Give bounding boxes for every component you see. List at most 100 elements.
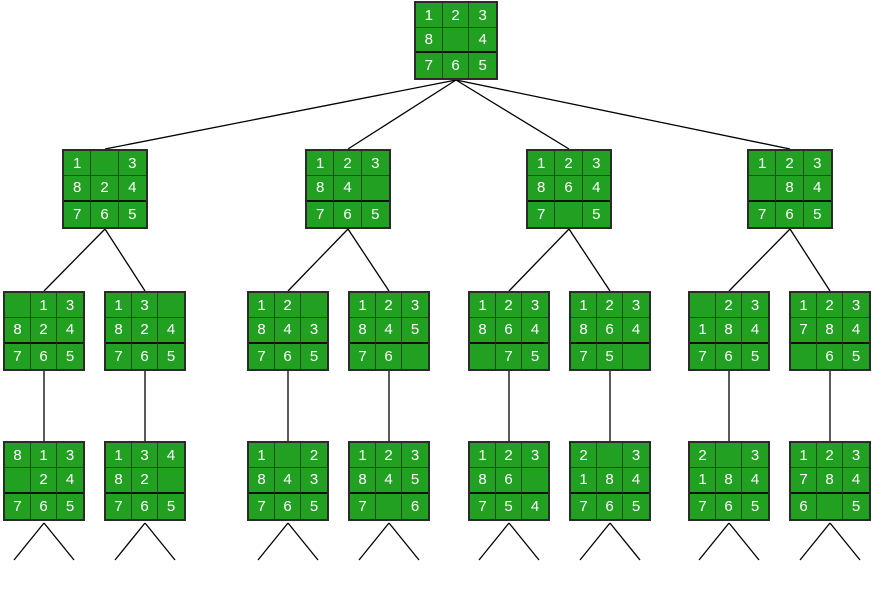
tile: 6 [410,497,420,515]
tile: 3 [522,293,548,319]
tile: 3 [132,443,158,469]
tile: 4 [843,318,869,344]
tile: 8 [817,318,843,344]
tile: 5 [592,205,601,223]
tile: 5 [851,497,861,515]
tile: 4 [118,176,146,202]
tile: 8 [350,318,376,344]
tile: 7 [249,493,275,519]
tile: 5 [631,497,641,515]
tile: 6 [31,493,57,519]
tile: 2 [597,293,623,319]
tile: 5 [813,205,822,223]
blank-tile [555,201,583,227]
tile: 8 [597,468,623,494]
tile: 1 [249,443,275,469]
tile: 7 [496,343,522,369]
tree-edge-continuation [144,522,176,561]
tile: 6 [132,493,158,519]
tile: 8 [307,176,335,202]
tile: 4 [843,468,869,494]
tree-edge-continuation [114,522,146,561]
tile: 2 [817,443,843,469]
tree-edge [789,228,831,292]
tile: 4 [57,468,83,494]
tile: 5 [371,205,380,223]
tile: 4 [158,443,184,469]
blank-tile [623,344,649,369]
tree-edge-continuation [829,522,861,561]
tree-edge [287,228,349,292]
tile: 7 [749,201,777,227]
tile: 8 [716,318,742,344]
tile: 8 [470,318,496,344]
tile: 3 [57,443,83,469]
tree-edge-continuation [13,522,45,561]
tile: 7 [5,343,31,369]
tile: 2 [91,176,119,202]
tree-edge-continuation [579,522,611,561]
tile: 4 [530,497,540,515]
tile: 6 [376,343,402,369]
blank-tile [402,344,428,369]
tile: 8 [716,468,742,494]
tile: 4 [582,176,610,202]
tree-edge-continuation [287,522,319,561]
tile: 8 [106,318,132,344]
tile: 3 [469,3,496,28]
tile: 3 [843,443,869,469]
tile: 4 [158,318,184,344]
tile: 6 [275,343,301,369]
tree-edge-continuation [728,522,760,561]
tile: 1 [749,151,777,177]
tree-edge [104,228,146,292]
tile: 7 [106,343,132,369]
blank-tile [597,443,623,469]
tree-edge-continuation [508,522,540,561]
tile: 2 [132,318,158,344]
tile: 5 [750,497,760,515]
tile: 4 [469,28,496,53]
tree-edge [43,228,106,292]
tile: 3 [301,318,327,344]
tree-edge-continuation [609,522,641,561]
tile: 1 [791,443,817,469]
tile: 2 [376,293,402,319]
tile: 5 [402,468,428,494]
tile: 4 [275,318,301,344]
tile: 2 [31,468,57,494]
tile: 4 [275,468,301,494]
tile: 5 [597,343,623,369]
tile: 7 [350,493,376,519]
tile: 2 [496,293,522,319]
tile: 3 [742,293,768,319]
tile: 5 [402,318,428,344]
tile: 2 [132,468,158,494]
tile: 1 [571,293,597,319]
tile: 1 [690,318,716,344]
tile: 6 [776,201,804,227]
tile: 2 [716,293,742,319]
blank-tile [301,293,327,319]
tile: 6 [716,343,742,369]
tile: 7 [571,343,597,369]
tile: 8 [106,468,132,494]
tile: 3 [742,443,768,469]
tile: 5 [309,497,319,515]
tile: 8 [528,176,556,202]
tree-edge [347,228,390,292]
tile: 1 [64,151,92,177]
